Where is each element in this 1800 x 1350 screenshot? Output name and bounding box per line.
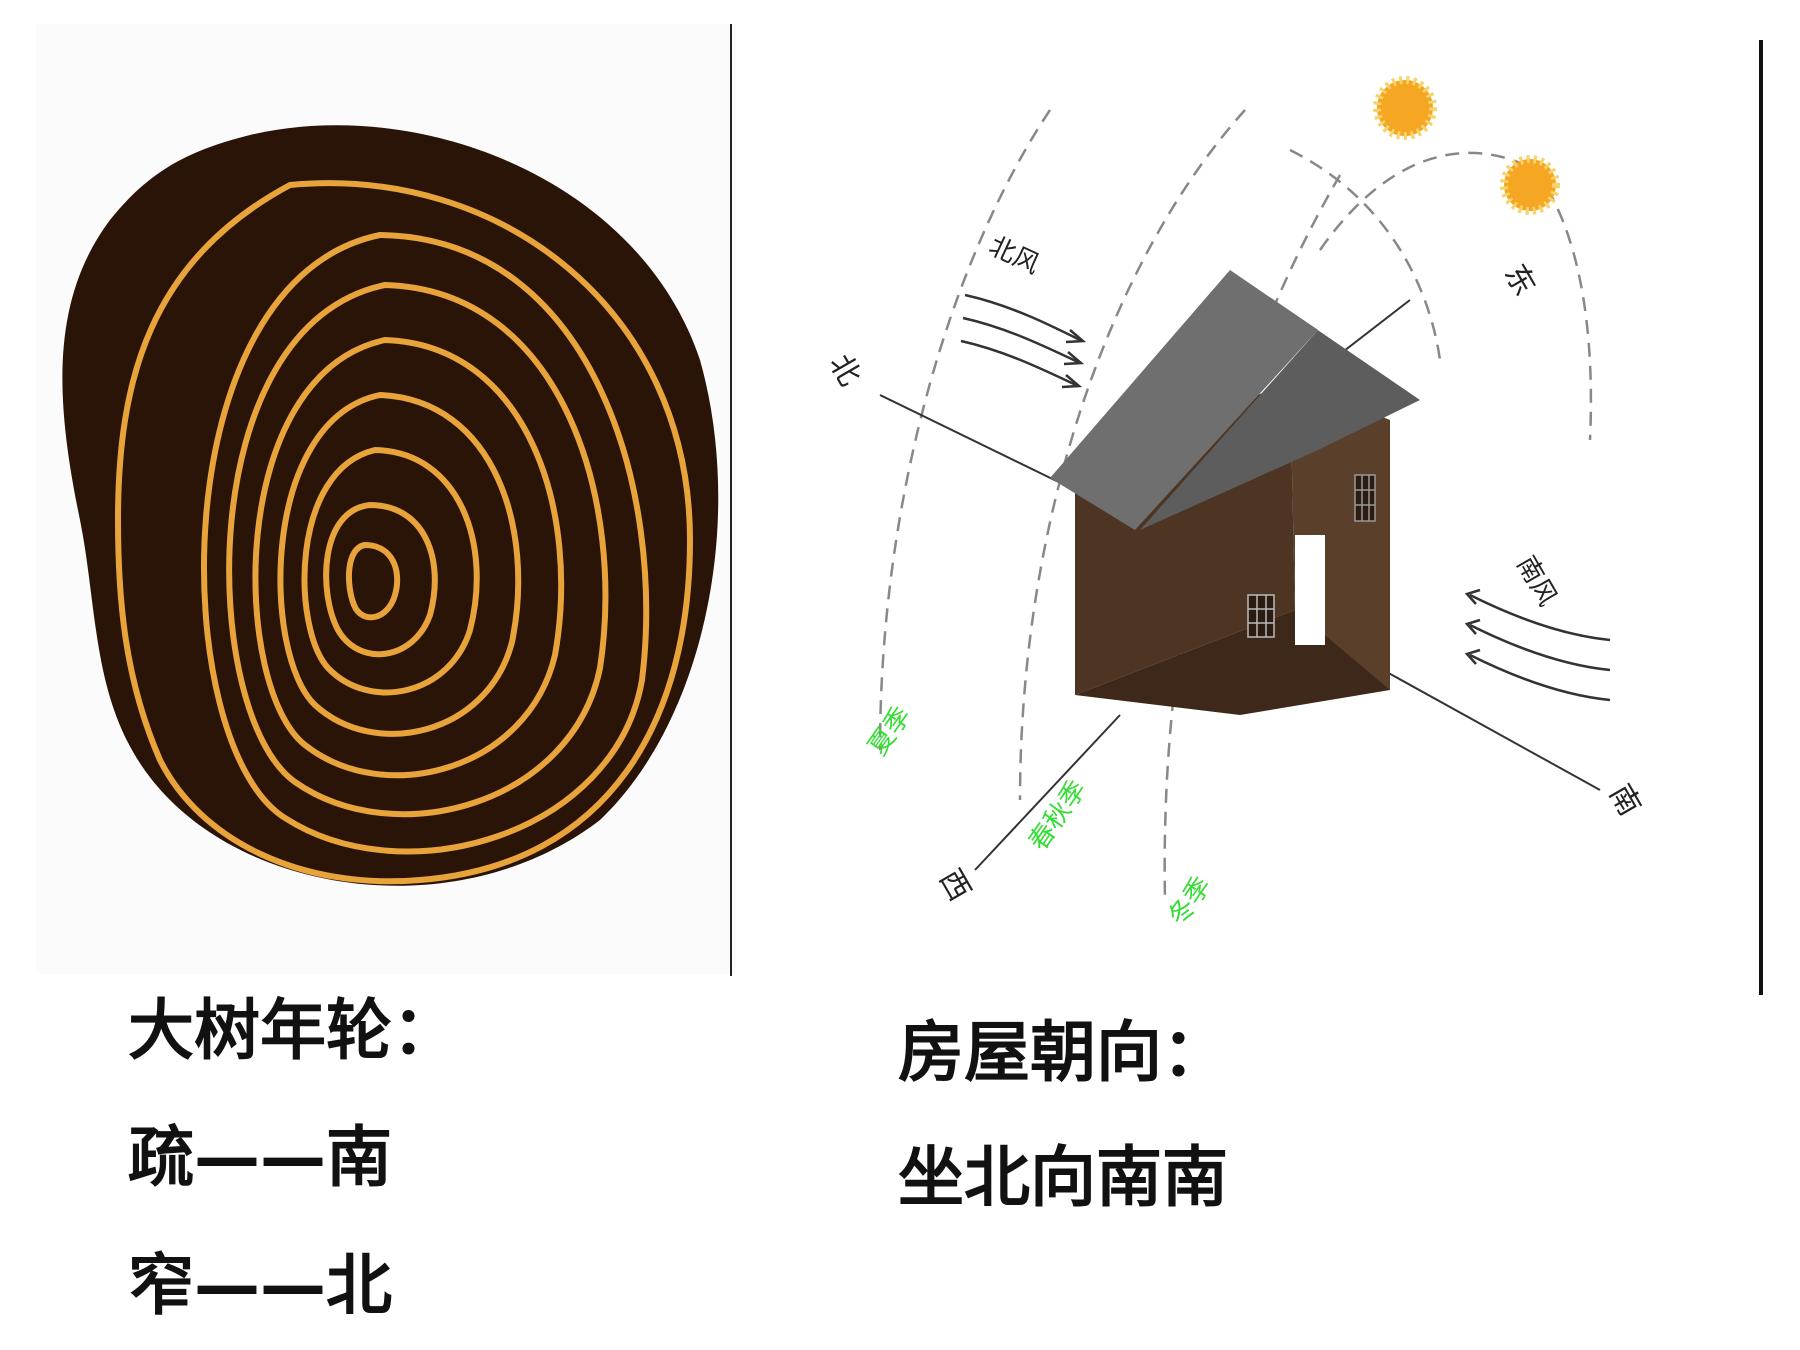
ring-2 — [323, 501, 438, 658]
north-axis-line — [879, 394, 1076, 491]
ring-3 — [301, 446, 480, 696]
label-east: 东 — [1497, 259, 1542, 302]
panel-divider-left — [730, 24, 732, 976]
growth-rings — [114, 180, 694, 885]
ring-4 — [277, 391, 522, 737]
house-caption-title: 房屋朝向： — [898, 1014, 1228, 1091]
sun-high — [1373, 76, 1437, 140]
sun-low — [1500, 155, 1560, 215]
label-north-wind: 北风 — [984, 231, 1044, 280]
ring-8 — [114, 180, 694, 885]
tree-ring-caption-title: 大树年轮： — [128, 992, 458, 1069]
house-roof-right — [1140, 270, 1420, 530]
house — [1050, 270, 1420, 715]
ring-5 — [252, 336, 565, 779]
tree-ring-caption-line2: 窄——北 — [128, 1247, 392, 1324]
sun-arc-upper — [1289, 148, 1442, 361]
house-door — [1295, 535, 1325, 645]
label-west: 西 — [932, 864, 977, 907]
panel-divider-right — [1759, 40, 1763, 995]
spring-autumn-arc — [1018, 109, 1246, 801]
house-roof-left — [1050, 270, 1318, 530]
west-axis-line — [974, 714, 1121, 871]
label-summer: 夏季 — [863, 701, 917, 761]
house-caption-line1: 坐北向南南 — [898, 1139, 1228, 1216]
tree-ring-caption-line1: 疏——南 — [128, 1119, 392, 1196]
label-south: 南 — [1602, 779, 1647, 822]
house-window-left — [1247, 594, 1275, 638]
south-wind-arrows — [1464, 588, 1611, 702]
south-axis-line — [1364, 659, 1601, 791]
ring-1 — [346, 541, 401, 621]
label-south-wind: 南风 — [1510, 551, 1562, 611]
ring-7 — [201, 231, 650, 855]
summer-arc — [878, 109, 1052, 751]
ring-6 — [226, 281, 609, 818]
label-winter: 冬季 — [1163, 871, 1217, 931]
label-spring-autumn: 春秋季 — [1023, 775, 1092, 856]
label-north: 北 — [822, 349, 867, 392]
north-wind-arrows — [960, 293, 1087, 389]
house-window-right — [1354, 474, 1376, 522]
